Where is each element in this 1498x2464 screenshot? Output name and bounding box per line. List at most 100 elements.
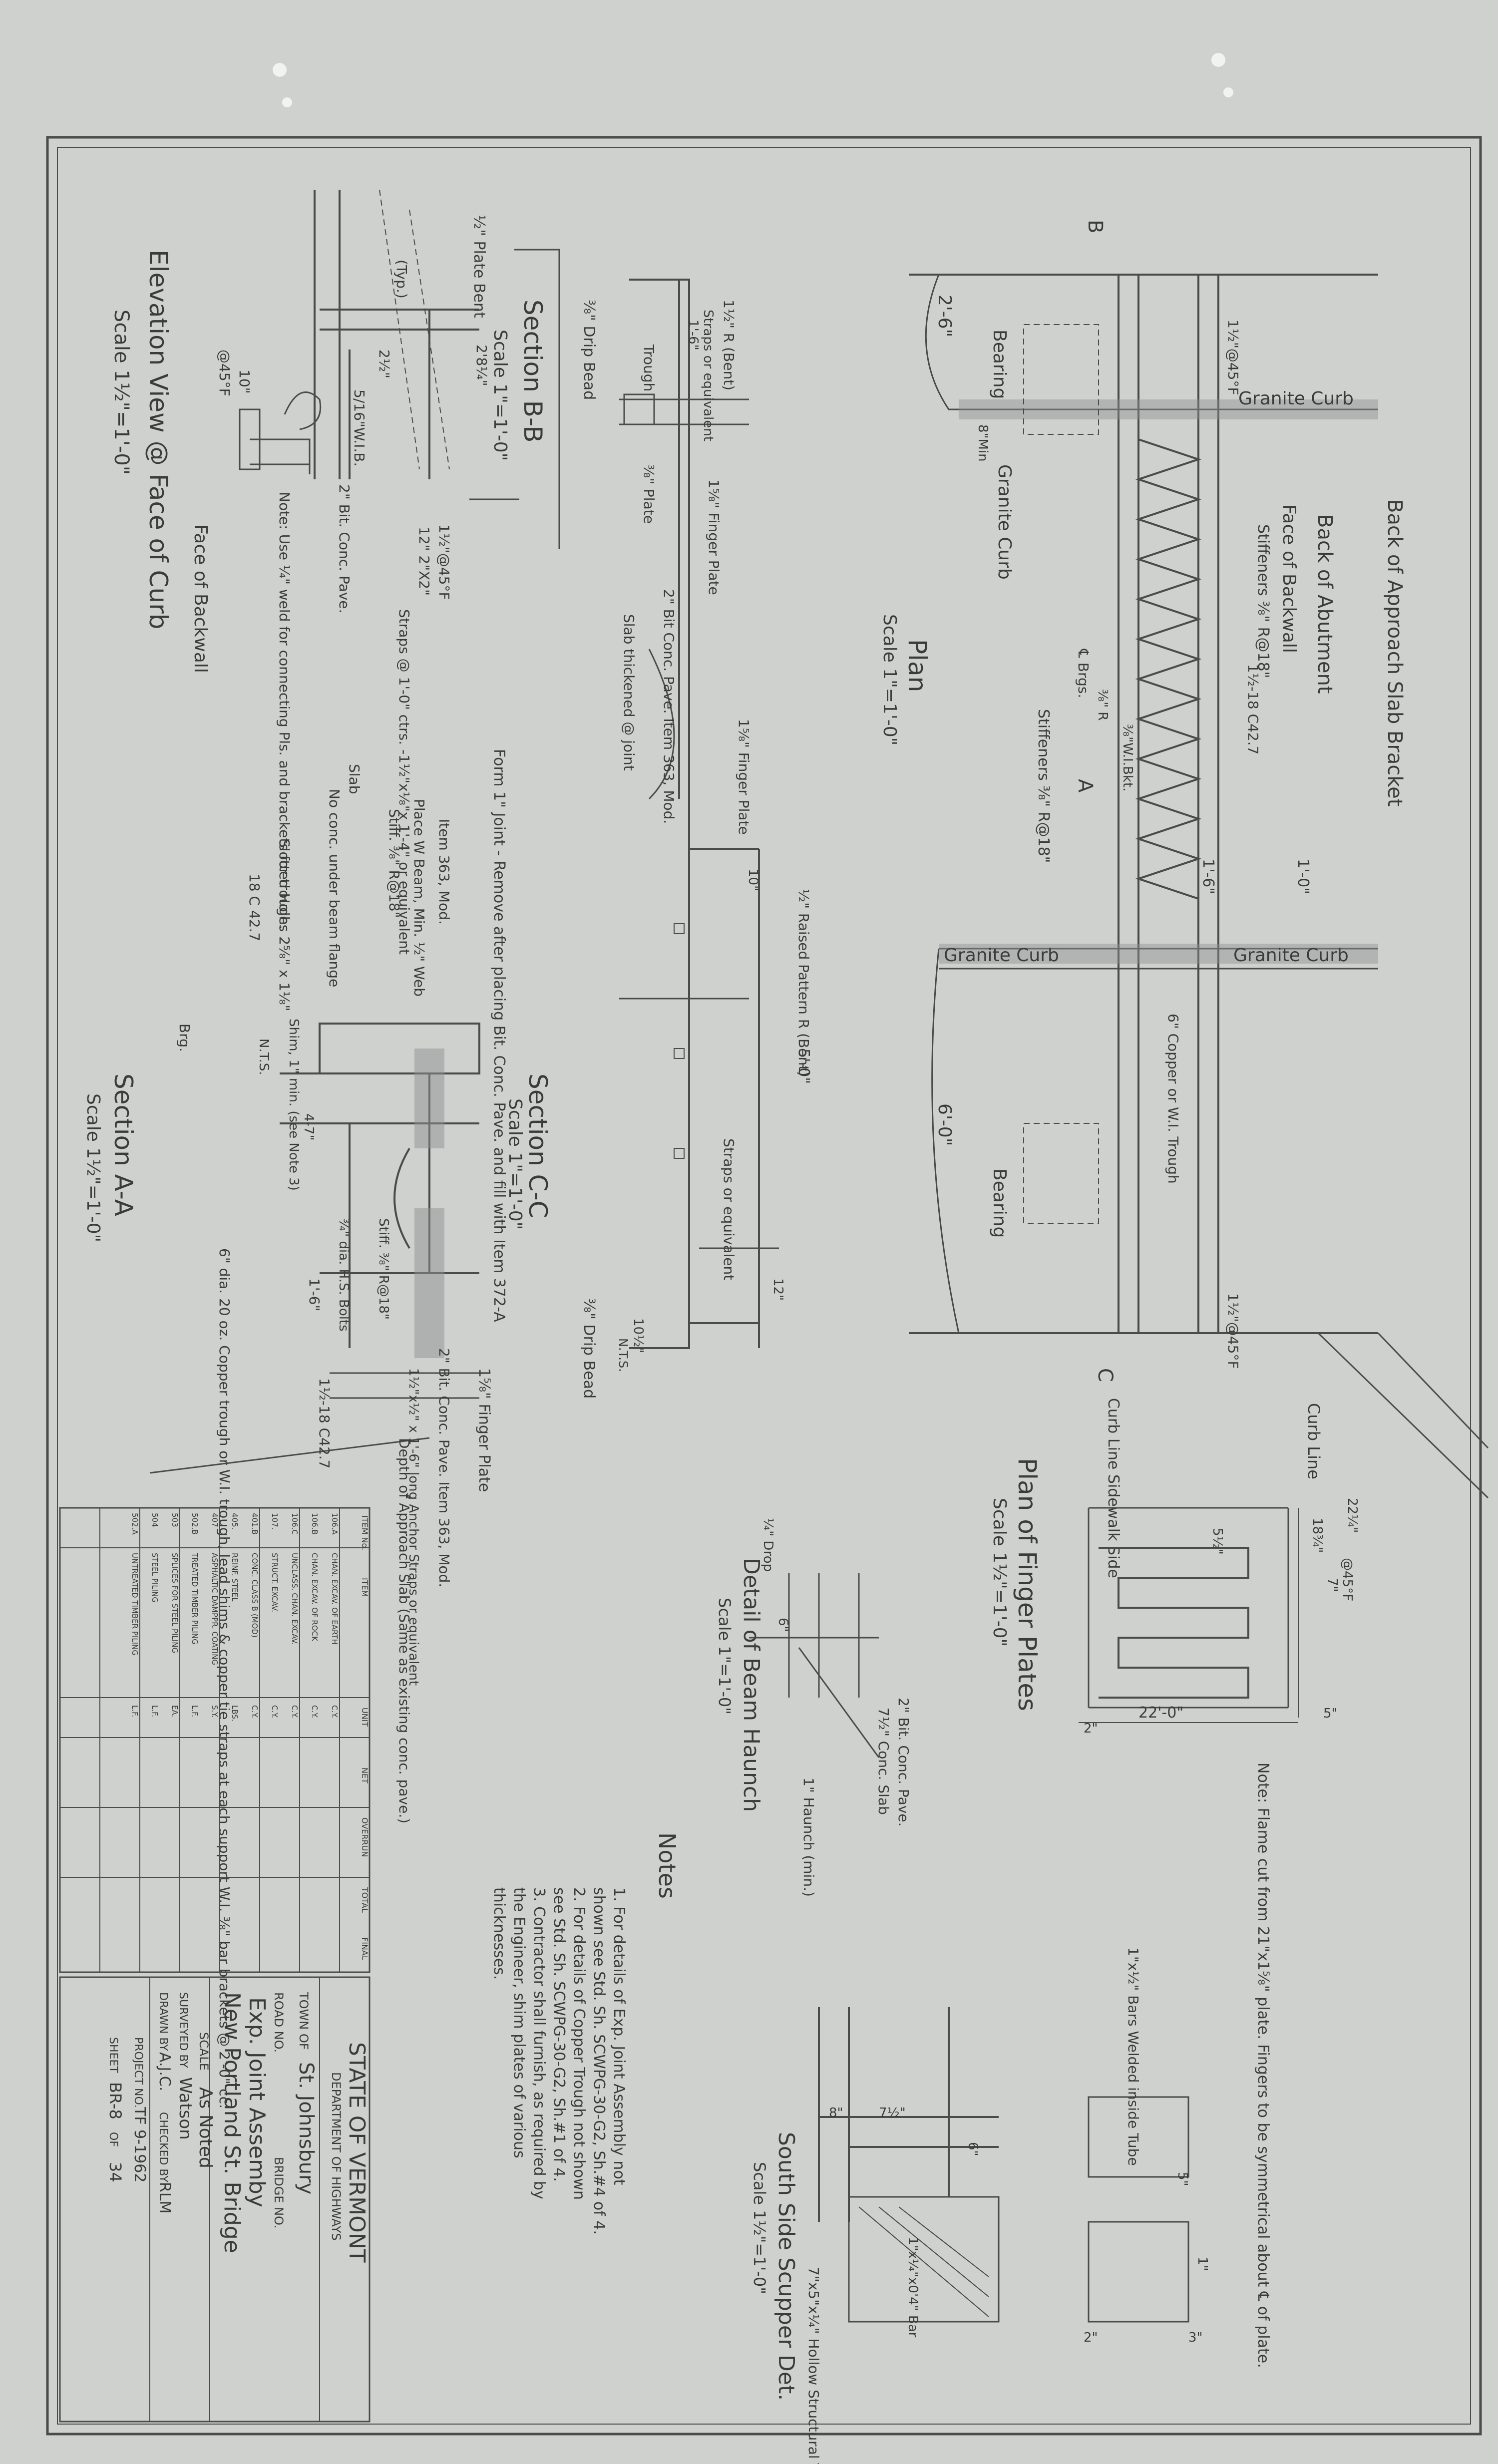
label-bridge: BRIDGE NO. xyxy=(272,2157,286,2229)
section-bb: Section B-B Scale 1"=1'-0" 2'8¼" Straps … xyxy=(396,249,560,955)
sheet-border xyxy=(46,136,1482,2436)
title-block: STATE OF VERMONT DEPARTMENT OF HIGHWAYS … xyxy=(59,1976,371,2423)
table-header: UNIT xyxy=(360,1708,370,1727)
label-dim-8: 8" xyxy=(829,2106,843,2120)
table-cell: SPLICES FOR STEEL PILING xyxy=(170,1553,179,1653)
label-dim-10: 10" xyxy=(236,369,253,394)
table-cell: L.F. xyxy=(150,1705,159,1717)
punch-hole xyxy=(1223,87,1233,97)
label-haunch: 1" Haunch (min.) xyxy=(800,1777,817,1897)
label-dim6: 6" xyxy=(775,1618,790,1632)
table-cell: 106.C xyxy=(290,1513,299,1535)
quantity-table: ITEM No. ITEM UNIT NET OVERRUN TOTAL FIN… xyxy=(59,1507,371,1973)
section-bb-scale: Scale 1"=1'-0" xyxy=(490,330,510,461)
label-bit-conc: 2" Bit. Conc. Pave. xyxy=(336,484,353,613)
table-cell: 504 xyxy=(150,1513,159,1527)
label-brg: ℄ Brgs. xyxy=(1075,649,1092,698)
table-cell: STRUCT. EXCAV. xyxy=(270,1553,279,1612)
table-cell: CHAN. EXCAV. OF ROCK xyxy=(310,1553,319,1642)
table-cell: 106.A xyxy=(330,1513,339,1535)
label-back-abutment: Back of Abutment xyxy=(1313,514,1336,694)
label-drawn: DRAWN BY xyxy=(157,1992,169,2051)
label-trough: Trough xyxy=(641,344,657,391)
label-dim-12x2: 12" 2"X2" xyxy=(416,527,432,596)
label-town: TOWN OF xyxy=(297,1992,311,2050)
label-bit: 2" Bit. Conc. Pave. xyxy=(895,1698,912,1826)
label-channel: 1½-18 C42.7 xyxy=(1245,664,1261,754)
table-cell: S.Y. xyxy=(210,1705,219,1718)
label-of: OF xyxy=(107,2132,119,2147)
table-header: FINAL xyxy=(360,1937,370,1960)
label-slab: Slab xyxy=(346,764,363,794)
label-tube: 7"x5"x¼" Hollow Structural Tubing xyxy=(805,2267,822,2464)
notes-title: Notes xyxy=(654,1832,681,1899)
label-granite3: Granite Curb xyxy=(944,945,1059,966)
table-cell: STEEL PILING xyxy=(150,1553,159,1603)
punch-hole xyxy=(282,97,292,107)
label-bent: 1½" R (Bent) xyxy=(721,300,737,390)
label-face-backwall: Face of Backwall xyxy=(190,524,211,673)
town-value: St. Johnsbury xyxy=(295,2062,318,2194)
table-cell: TREATED TIMBER PILING xyxy=(190,1552,199,1645)
label-trough: 6" Copper or W.I. Trough xyxy=(1165,1014,1181,1184)
label-bit: 2" Bit Conc. Pave. Item 363, Mod. xyxy=(661,589,677,824)
label-dim-1: 1" xyxy=(1195,2257,1210,2271)
label-dim-10b: 10½" xyxy=(631,1318,646,1353)
label-road: ROAD NO. xyxy=(272,1992,286,2053)
scupper-detail: South Side Scupper Det. Scale 1½"=1'-0" … xyxy=(750,1947,1210,2464)
surveyor: Watson xyxy=(175,2077,195,2140)
punch-hole xyxy=(1211,53,1225,67)
table-cell: L.F. xyxy=(130,1705,139,1717)
label-dim-7: 7" xyxy=(1325,1578,1340,1592)
section-cc: ⅜" Drip Bead ⅜" Drip Bead 1½" R (Bent) S… xyxy=(505,279,812,1399)
label-curb-line2: Curb Line Sidewalk Side xyxy=(1105,1398,1122,1578)
table-cell: C.Y. xyxy=(270,1705,279,1718)
table-cell: 502.B xyxy=(190,1513,199,1535)
label-half-plate: ½" Plate Bent xyxy=(470,215,488,318)
label-dim-10: 10" xyxy=(746,869,760,891)
label-anchor: 1½"x½" x 1'-6" long Anchor Straps or equ… xyxy=(406,1368,421,1686)
label-bearing2: Bearing xyxy=(989,1168,1010,1238)
label-wi: ⅜"W.I.Bkt. xyxy=(1120,724,1135,791)
label-dim-12: 12" xyxy=(770,1278,785,1301)
label-item-363: Item 363, Mod. xyxy=(436,819,452,925)
note-line: the Engineer, shim plates of various xyxy=(510,1887,528,2158)
table-cell: C.Y. xyxy=(250,1705,259,1718)
table-header: NET xyxy=(360,1767,370,1783)
state-title: STATE OF VERMONT xyxy=(344,2042,370,2263)
table-cell: CONC. CLASS B (MOD) xyxy=(250,1553,259,1638)
label-stiff2: Stiff. ⅜" R@18" xyxy=(376,1218,391,1320)
table-cell: C.Y. xyxy=(330,1705,339,1718)
table-cell: 107. xyxy=(270,1513,279,1529)
label-finger2: 1⅝" Finger Plate xyxy=(736,719,752,835)
scale-value: As Noted xyxy=(195,2087,216,2168)
label-finger: 1⅝" Finger Plate xyxy=(475,1368,493,1492)
table-cell: UNCLASS. CHAN. EXCAV. xyxy=(290,1553,299,1645)
label-plate-12: 1½"@45°F xyxy=(436,524,452,600)
table-cell: EA. xyxy=(170,1705,179,1717)
label-b: B xyxy=(1084,220,1107,233)
label-at45: 1½"@45°F xyxy=(1225,320,1241,395)
haunch-title: Detail of Beam Haunch xyxy=(739,1558,764,1812)
label-dim-52: 5½" xyxy=(1210,1528,1225,1555)
elevation-view: Elevation View @ Face of Curb Scale 1½"=… xyxy=(110,189,488,930)
label-checked: CHECKED BY xyxy=(157,2112,169,2182)
label-dim-16: 1'-6" xyxy=(1199,859,1217,894)
dept: DEPARTMENT OF HIGHWAYS xyxy=(329,2072,343,2241)
label-stiffeners2: Stiffeners ⅜" R@18" xyxy=(1035,709,1052,863)
label-sheet: SHEET xyxy=(107,2037,119,2073)
elevation-scale: Scale 1½"=1'-0" xyxy=(110,310,133,475)
label-dim-16: 1'-6" xyxy=(306,1278,323,1311)
note-line: thicknesses. xyxy=(490,1887,508,1980)
elevation-title: Elevation View @ Face of Curb xyxy=(144,250,173,630)
table-cell: 407 xyxy=(210,1513,219,1527)
table-cell: C.Y. xyxy=(310,1705,319,1718)
label-granite: Granite Curb xyxy=(994,464,1015,580)
label-dim-12-18: 1½-18 C42.7 xyxy=(316,1378,333,1468)
label-dim-3: 3" xyxy=(1188,2330,1203,2345)
label-bearing: Bearing xyxy=(989,330,1010,399)
table-cell: 502.A xyxy=(130,1513,139,1535)
table-cell: 106.B xyxy=(310,1513,319,1535)
label-dim-5: 5'-0" xyxy=(795,1049,812,1084)
label-dim-72: 7½" xyxy=(879,2106,906,2120)
